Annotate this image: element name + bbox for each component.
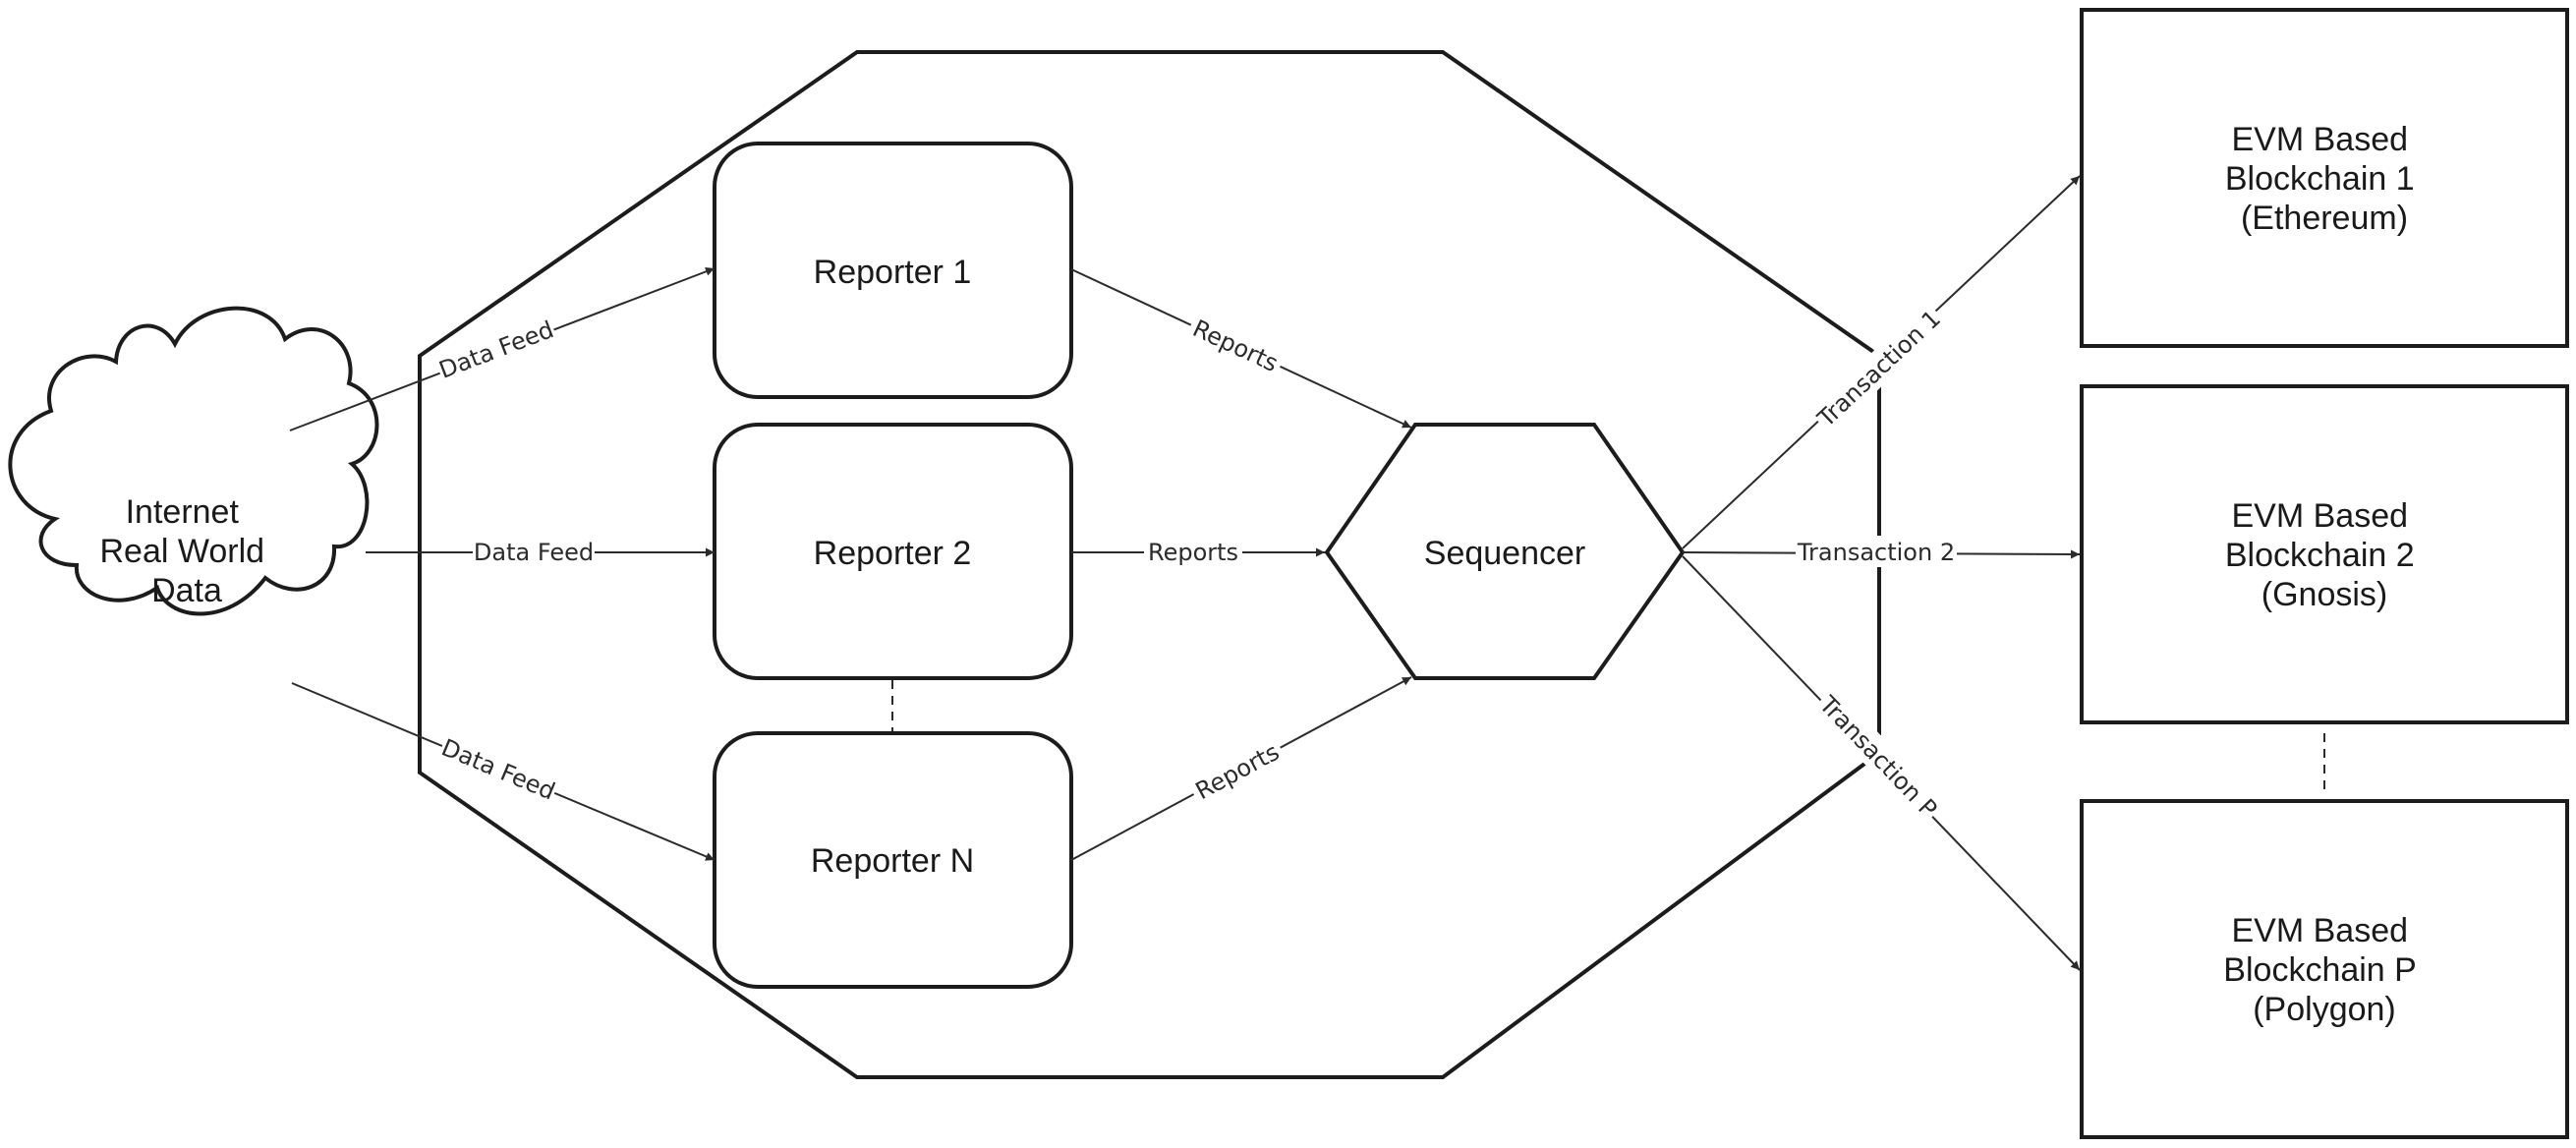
blockchain-1-label: EVM Based Blockchain 1 (Ethereum) — [2225, 121, 2424, 237]
internet-line-2: Real World — [100, 533, 265, 570]
edge-label-bg — [1811, 687, 1947, 826]
blockchain-2-line-1: EVM Based — [2232, 497, 2409, 535]
blockchain-p-line-1: EVM Based — [2232, 912, 2409, 949]
edge-label-bg — [1185, 733, 1288, 808]
edge-label-bg — [1808, 301, 1949, 435]
reporter-n-node[interactable]: Reporter N — [713, 731, 1073, 989]
blockchain-1-line-2: Blockchain 1 — [2225, 160, 2415, 198]
blockchain-p-node[interactable]: EVM Based Blockchain P (Polygon) — [2080, 799, 2569, 1139]
blockchain-1-node[interactable]: EVM Based Blockchain 1 (Ethereum) — [2080, 8, 2569, 348]
reporter-1-node[interactable]: Reporter 1 — [713, 142, 1073, 399]
blockchain-p-label: EVM Based Blockchain P (Polygon) — [2223, 912, 2425, 1028]
edge-label-data-feed-2: Data Feed — [473, 536, 595, 567]
edge-label-reports-2: Reports — [1144, 536, 1242, 567]
reporter-2-node[interactable]: Reporter 2 — [713, 423, 1073, 680]
sequencer-label: Sequencer — [1424, 535, 1585, 572]
edge-label-bg — [436, 730, 561, 807]
edge-label-transaction-2: Transaction 2 — [1796, 536, 1957, 567]
edge-label-bg — [433, 313, 559, 386]
reports-2-text: Reports — [1148, 539, 1238, 566]
reporter-n-label: Reporter N — [811, 842, 974, 880]
blockchain-p-line-3: (Polygon) — [2253, 991, 2396, 1028]
sequencer-node[interactable]: Sequencer — [1324, 423, 1686, 680]
reporter-1-label: Reporter 1 — [814, 254, 972, 291]
blockchain-2-line-2: Blockchain 2 — [2225, 537, 2415, 574]
internet-line-3: Data — [151, 572, 222, 609]
data-feed-2-text: Data Feed — [474, 539, 594, 566]
blockchain-2-line-3: (Gnosis) — [2261, 576, 2387, 613]
cloud-outline — [8, 306, 379, 616]
reporter-2-label: Reporter 2 — [814, 535, 972, 572]
transaction-2-text: Transaction 2 — [1797, 539, 1955, 566]
blockchain-1-line-1: EVM Based — [2232, 121, 2409, 158]
edge-label-bg — [1796, 536, 1957, 567]
blockchain-2-label: EVM Based Blockchain 2 (Gnosis) — [2225, 497, 2424, 613]
blockchain-1-box — [2080, 8, 2569, 348]
blockchain-2-box — [2080, 384, 2569, 724]
blockchain-p-box — [2080, 799, 2569, 1139]
blockchain-p-line-2: Blockchain P — [2223, 951, 2416, 989]
blockchain-2-node[interactable]: EVM Based Blockchain 2 (Gnosis) — [2080, 384, 2569, 724]
internet-label: Internet Real World Data — [100, 493, 274, 609]
edge-label-bg — [1184, 310, 1288, 380]
blockchain-1-line-3: (Ethereum) — [2241, 200, 2408, 237]
internet-line-1: Internet — [126, 493, 240, 531]
edge-label-bg — [1144, 536, 1242, 567]
edge-label-bg — [473, 536, 595, 567]
internet-cloud[interactable]: Internet Real World Data — [8, 306, 379, 616]
